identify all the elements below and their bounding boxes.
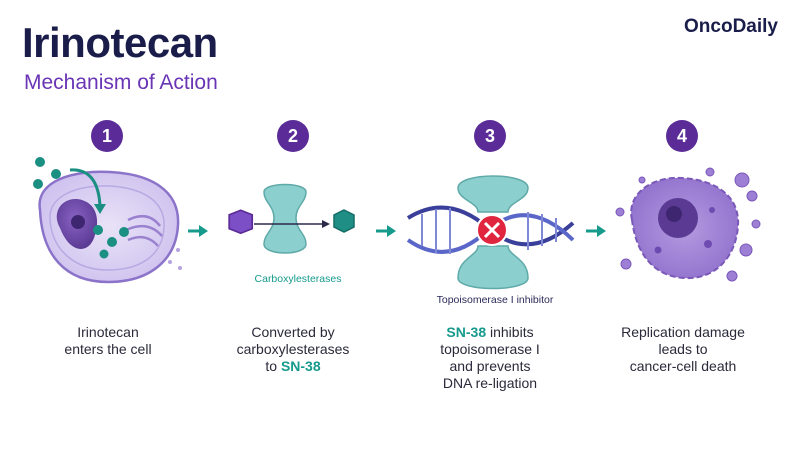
step-3-caption: SN-38 inhibits topoisomerase I and preve… bbox=[440, 324, 540, 391]
step-4-badge: 4 bbox=[666, 120, 698, 152]
enzyme-label: Carboxylesterases bbox=[254, 273, 342, 285]
inhibitor-label: Topoisomerase I inhibitor bbox=[436, 294, 554, 306]
brand-logo: OncoDaily bbox=[684, 16, 778, 37]
step-2-caption: Converted by carboxylesterases to SN-38 bbox=[236, 324, 350, 374]
page-subtitle: Mechanism of Action bbox=[24, 71, 218, 94]
cell-illustration bbox=[33, 157, 182, 284]
enzyme-illustration bbox=[228, 183, 355, 254]
flow-arrow-3 bbox=[586, 225, 606, 237]
dying-cell-illustration bbox=[615, 167, 761, 282]
page-title: Irinotecan bbox=[22, 19, 218, 66]
step-1-badge: 1 bbox=[91, 120, 123, 152]
step-1-caption: Irinotecan enters the cell bbox=[64, 324, 152, 357]
step-3-badge: 3 bbox=[474, 120, 506, 152]
step-2-badge: 2 bbox=[277, 120, 309, 152]
sn38-highlight: SN-38 bbox=[446, 324, 487, 340]
flow-arrow-2 bbox=[376, 225, 396, 237]
flow-arrow-1 bbox=[188, 225, 208, 237]
dna-topoisomerase-illustration bbox=[406, 175, 575, 290]
step-4-caption: Replication damage leads to cancer-cell … bbox=[621, 324, 745, 374]
sn38-highlight: SN-38 bbox=[280, 358, 321, 374]
